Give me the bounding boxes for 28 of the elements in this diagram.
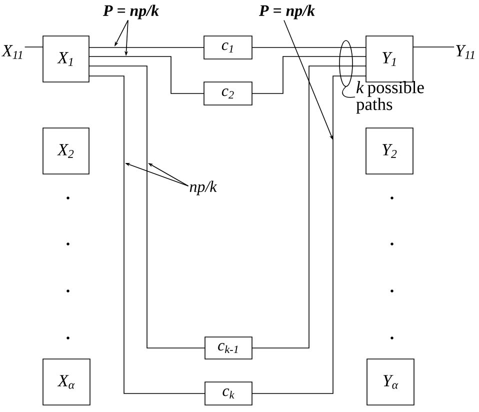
channel-box: c$_{k}$ (204, 382, 252, 406)
node-box: X$_{2}$ (42, 128, 90, 174)
connector-line (88, 76, 206, 394)
callout-label: k possible paths (356, 81, 424, 114)
connector-line (252, 56, 366, 94)
node-box: Y$_{α}$ (366, 358, 414, 406)
terminal-label: Y$_{11}$ (456, 45, 474, 59)
node-box: Y$_{2}$ (366, 128, 414, 174)
connector-line (88, 47, 204, 48)
annotation-label: P = np/k (259, 4, 315, 20)
node-box: Y$_{1}$ (366, 36, 414, 82)
node-box: X$_{α}$ (42, 358, 90, 406)
annotation-label: P = np/k (103, 4, 159, 20)
connector-line (88, 66, 206, 348)
channel-box: c$_{k-1}$ (204, 336, 252, 360)
connector-line (252, 66, 366, 348)
node-box: X$_{1}$ (42, 36, 90, 82)
connector-line (24, 46, 44, 48)
connector-line (88, 56, 204, 94)
annotation-label: np/k (190, 180, 217, 196)
leader-line (342, 86, 356, 98)
channel-box: c$_{1}$ (204, 36, 252, 60)
ellipse (339, 40, 353, 87)
connector-line (252, 47, 366, 48)
connector-line (412, 46, 454, 48)
channel-box: c$_{2}$ (204, 82, 252, 106)
terminal-label: X$_{11}$ (1, 45, 22, 59)
connector-line (252, 76, 366, 394)
